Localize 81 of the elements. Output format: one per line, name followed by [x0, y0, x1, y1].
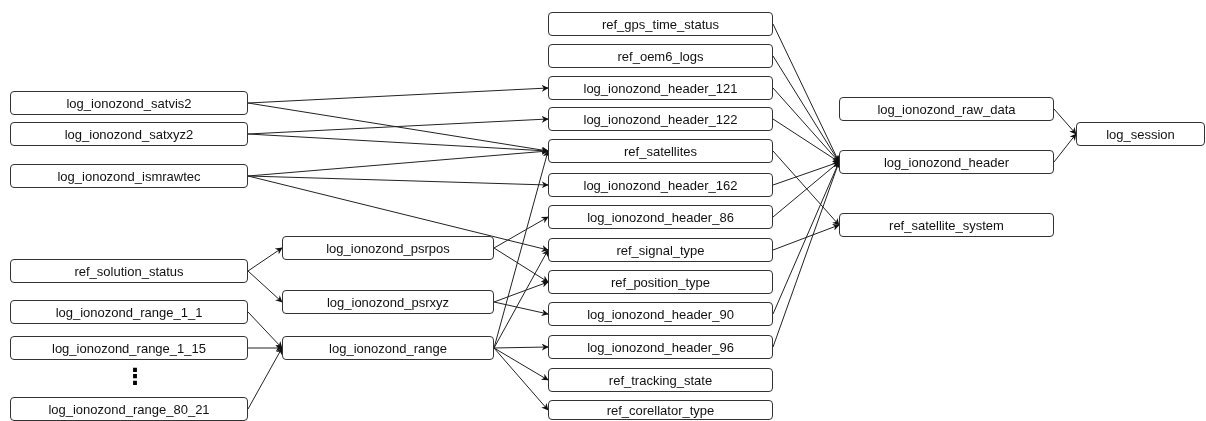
table-name: ref_oem6_logs [617, 48, 704, 64]
arrow [247, 347, 283, 410]
table-box [548, 44, 773, 68]
table-box [10, 164, 248, 188]
arrow [247, 270, 283, 303]
arrow [493, 280, 549, 303]
arrow [493, 216, 549, 249]
arrow [247, 115, 549, 135]
table-name: ref_gps_time_status [601, 16, 720, 32]
arrow [493, 249, 549, 349]
table-box [10, 91, 248, 115]
table-box [10, 397, 248, 421]
arrow [1053, 133, 1077, 163]
table-box [548, 368, 773, 392]
table-box [282, 336, 494, 360]
table-name: ref_satellite_system [889, 217, 1004, 233]
table-name: ref_satellites [624, 143, 697, 159]
table-box [548, 139, 773, 163]
table-name: ref_signal_type [616, 242, 705, 258]
table-name: log_ionozond_header_122 [583, 111, 738, 127]
table-box [839, 150, 1054, 174]
table-box [1076, 122, 1205, 146]
ellipsis-mark: ⋮ [124, 366, 146, 388]
arrow [247, 311, 283, 349]
table-box [548, 302, 773, 326]
arrow [247, 344, 283, 352]
table-name: ref_tracking_state [608, 372, 713, 388]
arrow [247, 175, 549, 252]
arrow [493, 343, 549, 351]
table-box [10, 122, 248, 146]
table-box [548, 238, 773, 262]
table-box [548, 335, 773, 359]
arrow [247, 148, 549, 177]
table-name: log_ionozond_satxyz2 [64, 126, 194, 142]
table-name: log_ionozond_range_1_15 [52, 340, 206, 356]
table-name: log_ionozond_header_86 [587, 209, 734, 225]
table-box [10, 259, 248, 283]
table-box [548, 205, 773, 229]
table-name: log_ionozond_range_1_1 [55, 304, 203, 320]
arrow [247, 84, 549, 104]
table-name: log_ionozond_satvis2 [66, 95, 192, 111]
arrow [1053, 108, 1077, 135]
table-name: ref_position_type [611, 274, 710, 290]
table-name: log_ionozond_range_80_21 [48, 401, 210, 417]
arrow [247, 247, 283, 272]
table-name: ref_corellator_type [606, 402, 715, 418]
table-box [548, 76, 773, 100]
table-name: log_ionozond_header_96 [587, 339, 734, 355]
table-box [548, 270, 773, 294]
arrow [493, 301, 549, 317]
table-name: log_ionozond_header_90 [587, 306, 734, 322]
arrow [772, 118, 840, 163]
table-name: log_ionozond_ismrawtec [57, 168, 201, 184]
table-name: log_session [1106, 126, 1175, 142]
table-name: log_ionozond_header_121 [583, 80, 738, 96]
table-box [839, 213, 1054, 237]
arrow [772, 161, 840, 218]
table-name: log_ionozond_header [883, 154, 1010, 170]
arrow [772, 150, 840, 226]
arrow [493, 347, 549, 381]
arrow [493, 247, 549, 283]
table-name: log_ionozond_header_162 [583, 177, 738, 193]
table-box [548, 12, 773, 36]
table-box [282, 236, 494, 260]
table-box [10, 300, 248, 324]
table-name: log_ionozond_psrxyz [326, 294, 450, 310]
table-name: log_ionozond_raw_data [877, 101, 1016, 117]
table-name: ref_solution_status [74, 263, 184, 279]
arrow [772, 223, 840, 251]
table-box [548, 400, 773, 420]
table-box [10, 336, 248, 360]
arrow [772, 87, 840, 163]
table-box [839, 97, 1054, 121]
table-name: log_ionozond_psrpos [326, 240, 450, 256]
table-box [548, 107, 773, 131]
table-box [282, 290, 494, 314]
arrow [247, 133, 549, 155]
arrow [772, 160, 840, 186]
table-name: log_ionozond_range [329, 340, 447, 356]
arrow [493, 347, 549, 411]
table-box [548, 173, 773, 197]
